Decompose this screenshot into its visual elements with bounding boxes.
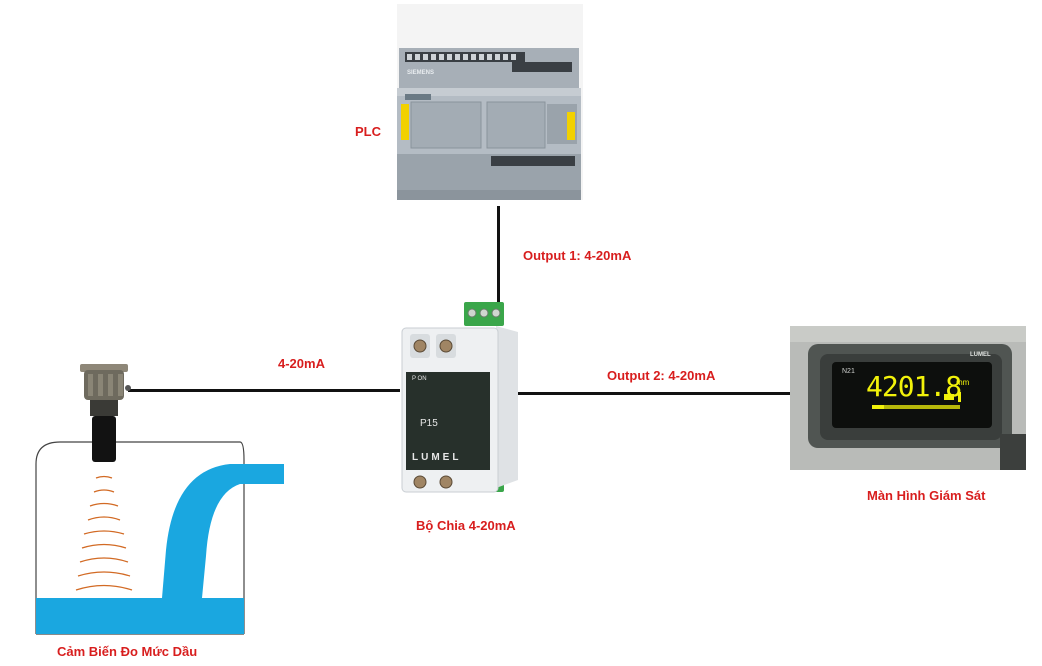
monitor-channel-text: N21 [842,368,855,375]
plc-device: SIEMENS [397,4,583,200]
plc-label: PLC [355,124,381,139]
monitor-label: Màn Hình Giám Sát [867,488,986,503]
sensor-signal-label: 4-20mA [278,356,325,371]
wire-plc-to-splitter [497,206,500,314]
splitter-illustration [401,302,518,493]
wire-sensor-to-splitter [128,389,400,392]
plc-brand-text: SIEMENS [407,70,435,76]
output2-label: Output 2: 4-20mA [607,368,716,383]
splitter-device: P ON P15 LUMEL [400,302,520,494]
splitter-model-text: P15 [420,418,438,429]
monitor-reading-text: 4201.8 [866,370,962,403]
splitter-status-text: P ON [412,376,427,382]
sensor-label: Cảm Biến Đo Mức Dầu [57,644,198,659]
splitter-label: Bộ Chia 4-20mA [416,518,516,533]
monitor-illustration [790,326,1026,470]
monitor-brand-text: LUMEL [970,352,991,358]
monitor-device: N21 LUMEL 4201.8 mm [790,326,1026,470]
oil-level-sensor-tank [34,360,294,636]
output1-label: Output 1: 4-20mA [523,248,632,263]
monitor-unit-text: mm [956,378,970,387]
plc-illustration [397,4,583,200]
wire-splitter-to-monitor [518,392,790,395]
splitter-brand-text: LUMEL [412,452,462,463]
sensor-tank-illustration [35,364,284,635]
